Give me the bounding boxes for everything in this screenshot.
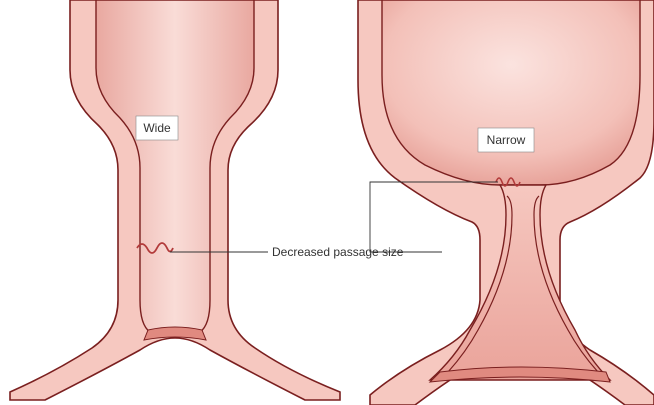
wide-label: Wide [143,121,171,135]
narrow-label: Narrow [487,133,526,147]
right-narrow-structure: Narrow [358,0,654,405]
right-bulb-lumen [382,0,640,185]
callout-label: Decreased passage size [272,245,404,259]
left-wide-structure: Wide [10,0,340,400]
